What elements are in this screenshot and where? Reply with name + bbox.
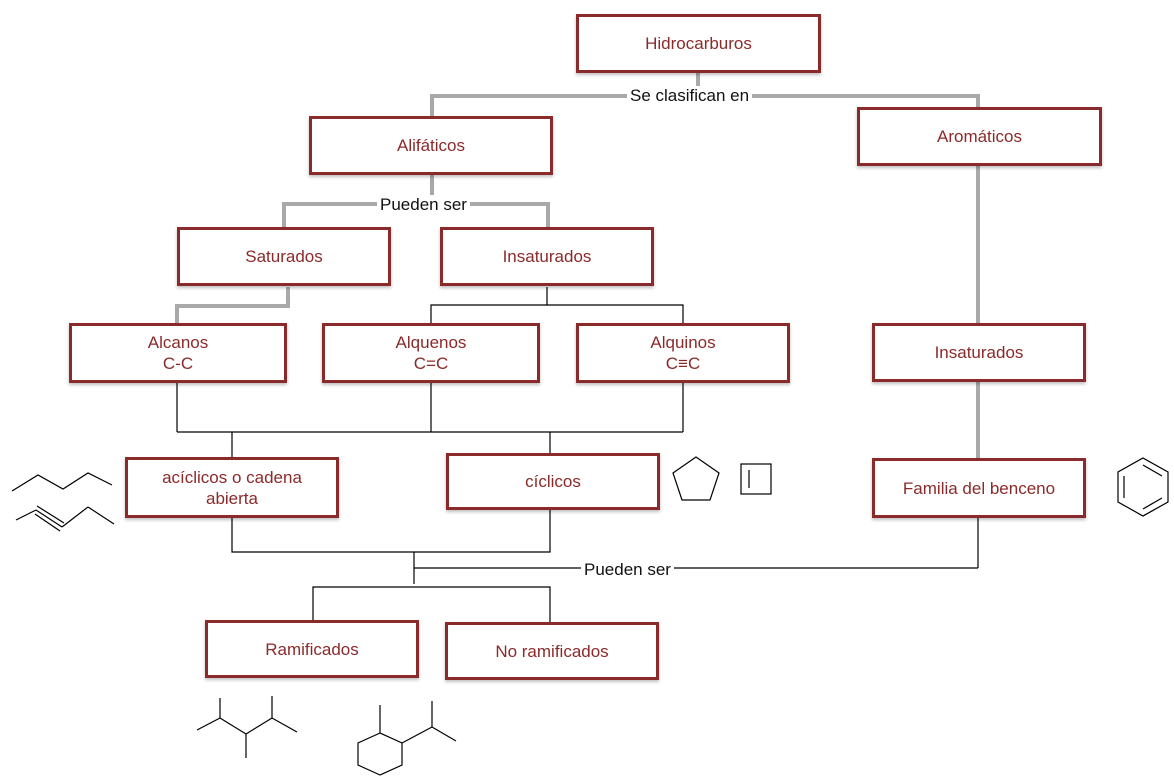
node-alquenos-bond: C=C <box>413 354 449 373</box>
node-hidrocarburos[interactable]: Hidrocarburos <box>576 14 821 73</box>
edge-label-se-clasifican: Se clasifican en <box>627 86 753 106</box>
node-alquenos[interactable]: Alquenos C=C <box>322 323 540 383</box>
node-alcanos[interactable]: Alcanos C-C <box>69 323 287 383</box>
node-ramificados-label: Ramificados <box>265 639 359 659</box>
node-insaturados-label: Insaturados <box>502 247 592 266</box>
edge-ramificados-split <box>312 586 551 622</box>
node-insaturados-aromaticos[interactable]: Insaturados <box>872 323 1086 382</box>
node-familia-benceno[interactable]: Familia del benceno <box>872 458 1086 518</box>
node-alquenos-name: Alquenos <box>395 333 467 352</box>
node-aromaticos-label: Aromáticos <box>936 127 1023 146</box>
node-alifaticos[interactable]: Alifáticos <box>309 116 553 175</box>
edge-aciclicos-ciclicos-join <box>231 510 551 553</box>
node-alquinos-name: Alquinos <box>650 333 716 352</box>
node-hidrocarburos-label: Hidrocarburos <box>645 34 752 53</box>
node-alcanos-name: Alcanos <box>147 333 209 352</box>
node-alcanos-bond: C-C <box>162 354 194 373</box>
node-alquinos-bond: C≡C <box>665 354 701 373</box>
node-ciclicos-label: cíclicos <box>525 472 581 491</box>
edge-insaturados-alquinos <box>547 304 684 323</box>
branched-alkane-icon <box>196 696 298 758</box>
node-aciclicos-line1: acíclicos o cadena <box>162 467 302 487</box>
edge-saturados-alcanos <box>175 287 290 323</box>
node-insaturados-aromaticos-label: Insaturados <box>934 343 1024 362</box>
node-ramificados[interactable]: Ramificados <box>205 620 419 678</box>
black-connectors <box>176 287 979 622</box>
pentane-skeletal-icon <box>11 472 113 492</box>
node-ciclicos[interactable]: cíclicos <box>446 453 660 510</box>
benzene-ring-icon <box>1117 457 1169 517</box>
node-alquinos[interactable]: Alquinos C≡C <box>576 323 790 383</box>
hexyne-skeletal-icon <box>15 505 115 532</box>
node-saturados-label: Saturados <box>245 247 323 266</box>
node-alifaticos-label: Alifáticos <box>396 136 466 155</box>
node-familia-benceno-label: Familia del benceno <box>902 478 1056 498</box>
edge-label-pueden-ser-1: Pueden ser <box>377 195 470 215</box>
node-aciclicos[interactable]: acíclicos o cadena abierta <box>125 457 339 518</box>
node-no-ramificados-label: No ramificados <box>495 641 609 661</box>
node-aciclicos-line2: abierta <box>206 488 258 508</box>
node-aromaticos[interactable]: Aromáticos <box>857 107 1102 166</box>
edge-label-pueden-ser-2: Pueden ser <box>581 560 674 580</box>
node-insaturados[interactable]: Insaturados <box>440 227 654 286</box>
edge-insaturados-alquenos <box>430 287 548 323</box>
node-no-ramificados[interactable]: No ramificados <box>445 622 659 680</box>
cyclobutane-icon <box>740 463 772 495</box>
cyclopentane-icon <box>672 456 720 501</box>
isopropyl-cyclohexane-icon <box>357 701 457 776</box>
node-saturados[interactable]: Saturados <box>177 227 391 286</box>
